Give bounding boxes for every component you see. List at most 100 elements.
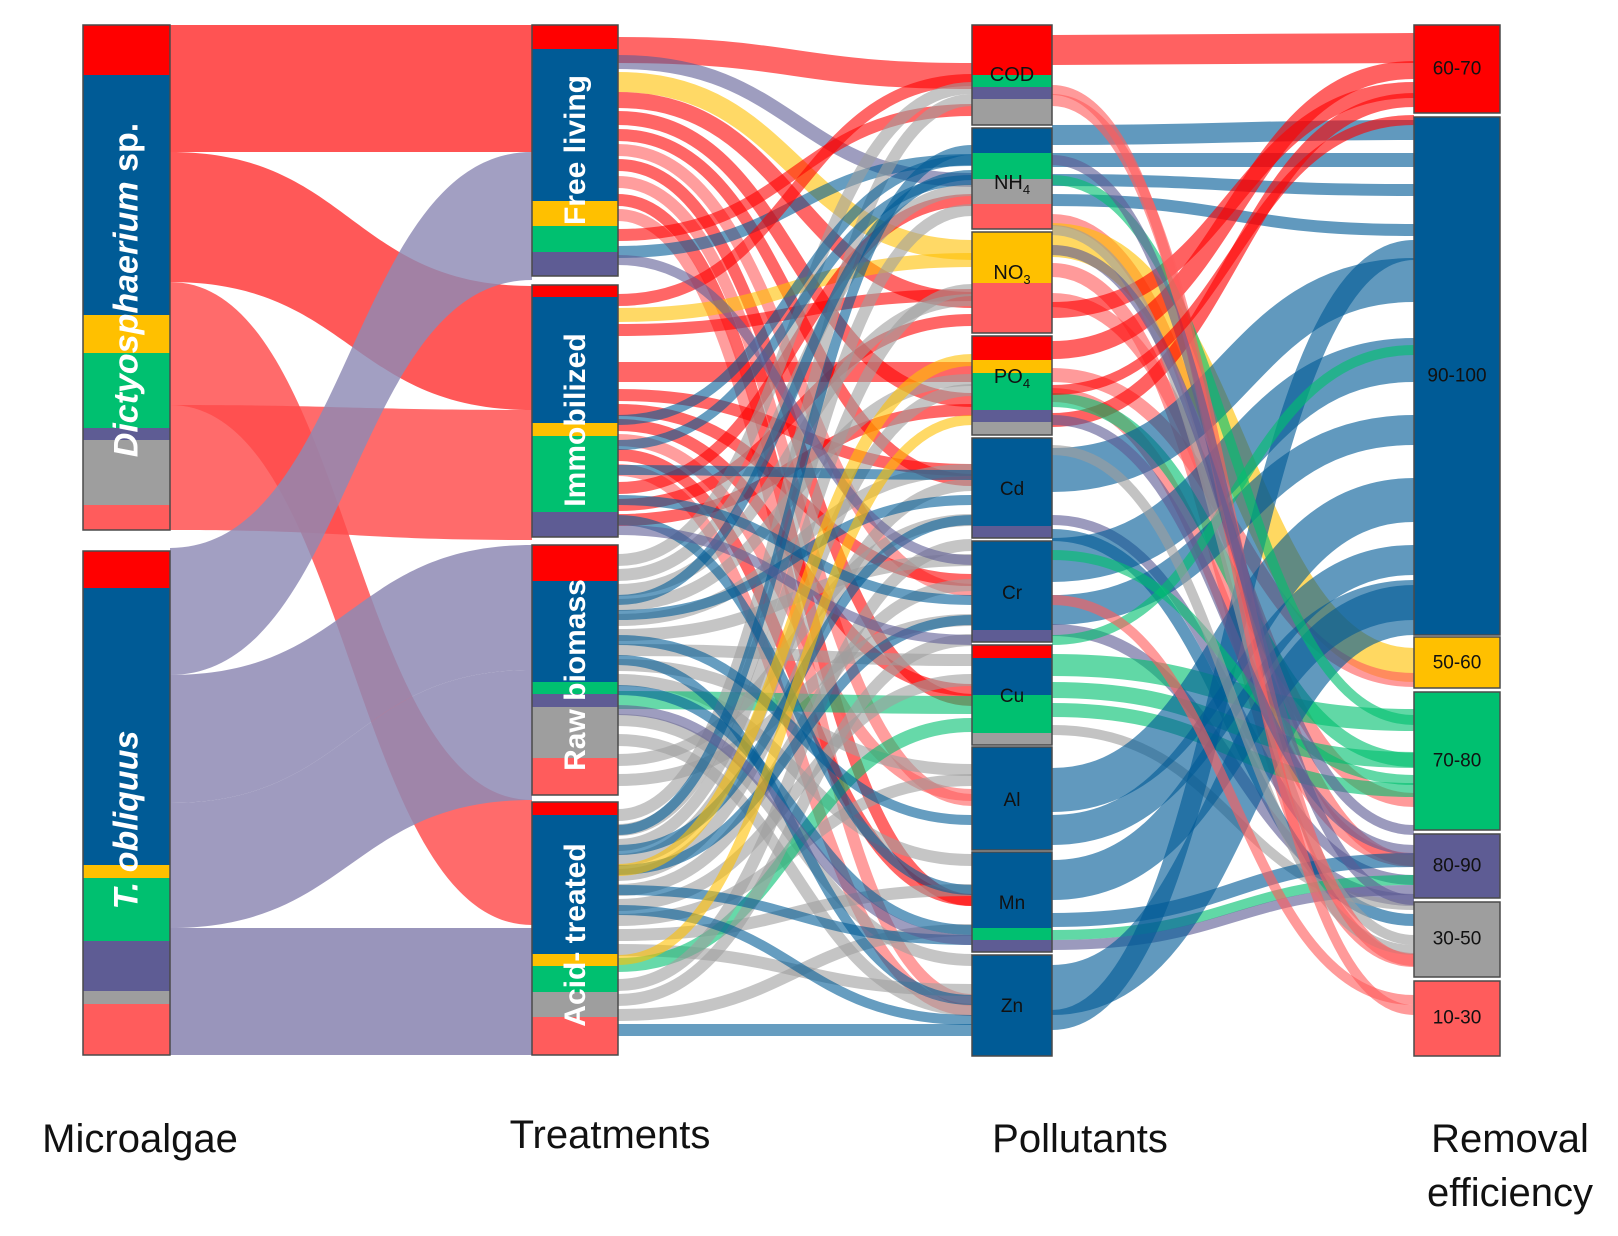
microalgae-1-segment-4 <box>83 941 170 991</box>
flow-links <box>170 25 1416 1055</box>
treatment-2-segment-2 <box>532 682 618 694</box>
flow-treatment-pollutant-12 <box>617 154 973 258</box>
flow-obliquus-free-living <box>170 152 532 675</box>
removal-efficiency-label-90-100: 90-100 <box>1427 366 1486 387</box>
flow-obliquus-acid-treated <box>170 928 532 1055</box>
removal-efficiency-node-6 <box>1413 980 1501 1057</box>
flow-treatment-pollutant-55 <box>617 155 973 425</box>
flow-treatment-pollutant-13 <box>617 74 973 306</box>
microalgae-1-segment-5 <box>83 991 170 1004</box>
column-title-pollutants: Pollutants <box>992 1117 1168 1161</box>
pollutant-node-2 <box>971 231 1053 334</box>
removal-efficiency-label-10-30: 10-30 <box>1433 1008 1482 1029</box>
pollutant-3-segment-2 <box>972 373 1052 410</box>
diagram-nodes <box>82 24 1501 1057</box>
flow-pollutant-removal-0 <box>1051 33 1415 65</box>
flow-treatment-pollutant-33 <box>617 659 973 776</box>
treatment-2-segment-0 <box>532 545 618 581</box>
flow-treatment-pollutant-70 <box>617 255 973 565</box>
treatment-0-segment-2 <box>532 201 618 226</box>
flow-treatment-pollutant-60 <box>617 170 973 605</box>
pollutant-label-no: NO3 <box>993 262 1030 287</box>
flow-treatment-pollutant-65 <box>617 145 973 835</box>
microalgae-0-segment-2 <box>83 315 170 353</box>
flow-treatment-pollutant-51 <box>617 539 973 991</box>
column-title-removal-efficiency: Removal efficiency <box>1426 1117 1593 1215</box>
pollutant-8-segment-0 <box>972 852 1052 928</box>
column-title-treatments: Treatments <box>509 1113 711 1157</box>
treatment-1-segment-4 <box>532 512 618 537</box>
pollutant-node-8 <box>971 851 1053 953</box>
pollutant-6-segment-3 <box>972 733 1052 745</box>
pollutant-node-3 <box>971 335 1053 436</box>
removal-efficiency-node-5 <box>1413 901 1501 978</box>
treatment-3-segment-0 <box>532 802 618 815</box>
microalgae-node-1 <box>82 550 171 1056</box>
flow-dict-immobilized <box>170 152 532 410</box>
treatment-2-segment-4 <box>532 707 618 758</box>
flow-treatment-pollutant-69 <box>617 905 973 1025</box>
pollutant-0-segment-3 <box>972 99 1052 125</box>
flow-pollutant-removal-10 <box>1051 61 1415 359</box>
pollutant-6-segment-0 <box>972 645 1052 658</box>
microalgae-label-obliquus: T. obliquus <box>108 731 146 910</box>
treatment-3-segment-3 <box>532 966 618 992</box>
flow-pollutant-removal-38 <box>1051 595 1415 1005</box>
pollutant-node-4 <box>971 437 1053 539</box>
flow-treatment-pollutant-72 <box>617 705 973 945</box>
microalgae-0-segment-3 <box>83 353 170 428</box>
flow-treatment-pollutant-40 <box>617 94 973 821</box>
treatment-3-segment-4 <box>532 992 618 1017</box>
pollutant-1-segment-1 <box>972 153 1052 179</box>
pollutant-label-cu: Cu <box>1000 686 1024 707</box>
treatment-label-1: Immobilized <box>559 333 592 506</box>
pollutant-node-1 <box>971 127 1053 230</box>
removal-efficiency-label-30-50: 30-50 <box>1433 929 1482 950</box>
removal-efficiency-label-60-70: 60-70 <box>1433 59 1482 80</box>
pollutant-2-segment-0 <box>972 232 1052 283</box>
pollutant-1-segment-2 <box>972 179 1052 204</box>
flow-pollutant-removal-44 <box>1051 115 1415 395</box>
pollutant-label-nh: NH4 <box>994 172 1030 197</box>
removal-efficiency-segment-4 <box>1414 834 1500 898</box>
flow-pollutant-removal-33 <box>1051 550 1415 785</box>
flow-treatment-pollutant-73 <box>617 354 973 876</box>
microalgae-1-segment-0 <box>83 551 170 588</box>
removal-efficiency-segment-3 <box>1414 692 1500 830</box>
treatment-2-segment-5 <box>532 758 618 795</box>
microalgae-label-dictyosphaerium: Dictyosphaerium sp. <box>108 123 146 457</box>
pollutant-label-mn: Mn <box>999 893 1025 914</box>
removal-efficiency-segment-6 <box>1414 981 1500 1056</box>
pollutant-node-7 <box>971 746 1053 851</box>
pollutant-1-segment-0 <box>972 128 1052 153</box>
flow-obliquus-raw-biomass-2 <box>170 670 532 928</box>
flow-pollutant-removal-41 <box>1051 415 1415 855</box>
pollutant-3-segment-1 <box>972 360 1052 373</box>
pollutant-2-segment-1 <box>972 283 1052 333</box>
treatment-0-segment-3 <box>532 226 618 252</box>
pollutant-6-segment-2 <box>972 695 1052 733</box>
pollutant-label-al: Al <box>1004 790 1021 811</box>
removal-efficiency-segment-0 <box>1414 25 1500 113</box>
treatment-3-segment-5 <box>532 1017 618 1055</box>
flow-treatment-pollutant-58 <box>617 495 973 605</box>
flow-treatment-pollutant-62 <box>617 635 973 825</box>
treatment-node-1 <box>531 284 619 538</box>
treatment-1-segment-0 <box>532 285 618 297</box>
flow-treatment-pollutant-64 <box>617 685 973 935</box>
flow-treatment-pollutant-68 <box>617 885 973 945</box>
flow-treatment-pollutant-42 <box>617 284 973 851</box>
removal-efficiency-node-1 <box>1413 116 1501 636</box>
pollutant-4-segment-1 <box>972 526 1052 538</box>
flow-treatment-pollutant-74 <box>617 415 973 965</box>
pollutant-4-segment-0 <box>972 438 1052 526</box>
treatment-label-3: Acid- treated <box>559 843 592 1026</box>
microalgae-0-segment-4 <box>83 428 170 440</box>
pollutant-8-segment-2 <box>972 940 1052 952</box>
flow-treatment-pollutant-0 <box>617 37 973 89</box>
pollutant-6-segment-1 <box>972 658 1052 695</box>
treatment-node-0 <box>531 24 619 277</box>
pollutant-7-segment-0 <box>972 747 1052 850</box>
pollutant-label-po: PO4 <box>994 366 1030 391</box>
